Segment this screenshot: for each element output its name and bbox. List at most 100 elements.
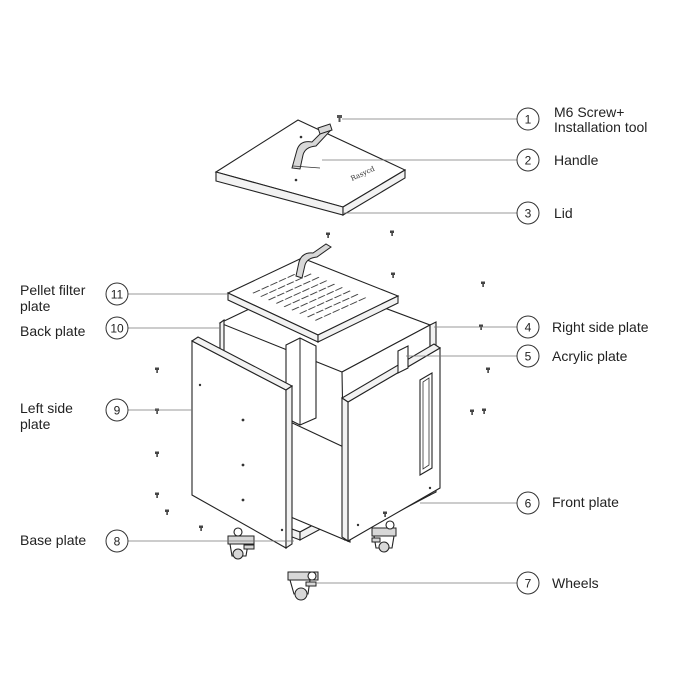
- center-divider: [285, 337, 351, 543]
- lid-screw-hole: [294, 178, 298, 182]
- filter-slot: [277, 285, 286, 290]
- filter-slot: [307, 313, 316, 318]
- filter-slot: [268, 289, 277, 293]
- filter-slot: [286, 281, 295, 286]
- filter-slot: [261, 285, 270, 290]
- filter-slot: [283, 303, 292, 308]
- filter-slot: [252, 289, 261, 294]
- screw: [155, 492, 159, 498]
- screw: [482, 408, 486, 414]
- filter-slot: [324, 305, 333, 310]
- callout-circle: [516, 315, 540, 339]
- callout-number: 9: [114, 404, 121, 418]
- acrylic-window: [419, 372, 433, 476]
- callout-number: 6: [525, 497, 532, 511]
- filter-slot: [302, 280, 311, 285]
- callout-circle: [516, 107, 540, 131]
- filter-slot: [292, 299, 301, 304]
- pellet-filter-plate: [226, 243, 400, 343]
- filter-slot: [268, 296, 277, 301]
- filter-slot: [300, 302, 309, 307]
- filter-slot: [301, 288, 310, 292]
- filter-slot: [294, 277, 303, 282]
- filter-slot: [333, 294, 342, 299]
- callout-11: 11 Pellet filter plate: [20, 282, 129, 314]
- callout-label: Pellet filter: [20, 282, 86, 298]
- screw: [326, 232, 330, 238]
- filter-slot: [323, 313, 332, 317]
- callout-number: 3: [525, 207, 532, 221]
- filter-slot: [333, 301, 342, 306]
- callout-circle: [516, 491, 540, 515]
- wheel-right: [371, 520, 397, 553]
- callout-3: 3 Lid: [516, 201, 573, 225]
- callout-number: 8: [114, 535, 121, 549]
- callout-label: Handle: [554, 152, 599, 168]
- screw: [155, 451, 159, 457]
- filter-slot: [284, 296, 293, 300]
- screw: [383, 511, 387, 517]
- callout-9: 9 Left side plate: [20, 398, 129, 432]
- lid-handle: [291, 123, 333, 170]
- callout-8: 8 Base plate: [20, 529, 129, 553]
- loose-screws: [155, 230, 490, 531]
- filter-slot: [309, 291, 318, 296]
- callout-label: Lid: [554, 205, 573, 221]
- callout-2: 2 Handle: [516, 148, 599, 172]
- filter-slot: [341, 297, 350, 302]
- wheel-loose: [287, 571, 319, 601]
- filter-slot: [293, 292, 302, 296]
- filter-slot: [325, 298, 334, 303]
- filter-slot: [307, 306, 316, 310]
- filter-slot: [260, 293, 269, 297]
- callout-number: 1: [525, 113, 532, 127]
- filter-slot: [287, 274, 296, 278]
- callout-label: Back plate: [20, 323, 86, 339]
- filter-slot: [310, 284, 319, 289]
- callout-label: Wheels: [552, 575, 599, 591]
- callout-circle: [516, 344, 540, 368]
- filter-slot: [342, 290, 351, 295]
- callout-number: 5: [525, 350, 532, 364]
- callout-circle: [516, 201, 540, 225]
- callout-number: 4: [525, 321, 532, 335]
- left-side-plate: [190, 336, 294, 550]
- callout-number: 10: [110, 322, 124, 336]
- callout-7: 7 Wheels: [516, 571, 599, 595]
- filter-slot: [276, 292, 285, 297]
- callout-label: Right side plate: [552, 319, 649, 335]
- filter-slot: [316, 302, 325, 307]
- filter-slot: [291, 306, 300, 311]
- filter-slot: [278, 277, 287, 282]
- callout-4: 4 Right side plate: [516, 315, 649, 339]
- callout-5: 5 Acrylic plate: [516, 344, 628, 368]
- callout-1: 1 M6 Screw+ Installation tool: [516, 104, 647, 135]
- callout-label: Acrylic plate: [552, 348, 628, 364]
- filter-slot: [299, 310, 308, 314]
- screw: [481, 281, 485, 287]
- callout-label: M6 Screw+: [554, 104, 624, 120]
- callout-label-line2: Installation tool: [554, 119, 647, 135]
- callout-circle: [105, 398, 129, 422]
- filter-slot: [275, 299, 284, 304]
- callout-circle: [516, 571, 540, 595]
- callout-number: 7: [525, 577, 532, 591]
- filter-slot: [358, 297, 367, 302]
- m6-screw: [337, 115, 342, 122]
- filter-slot: [318, 287, 327, 292]
- screw: [165, 509, 169, 515]
- lid: Rasycd: [214, 119, 407, 216]
- filter-slot: [350, 293, 359, 298]
- callout-circle: [105, 282, 129, 306]
- acrylic-plate: [397, 345, 409, 374]
- filter-slot: [326, 291, 335, 295]
- callout-circle: [516, 148, 540, 172]
- lid-screw-hole: [299, 135, 303, 139]
- callout-circle: [105, 529, 129, 553]
- filter-slot: [332, 309, 341, 313]
- filter-slot: [317, 294, 326, 299]
- screw: [391, 272, 395, 278]
- callout-label: Base plate: [20, 532, 86, 548]
- leader-lines: [128, 118, 517, 584]
- callout-number: 2: [525, 154, 532, 168]
